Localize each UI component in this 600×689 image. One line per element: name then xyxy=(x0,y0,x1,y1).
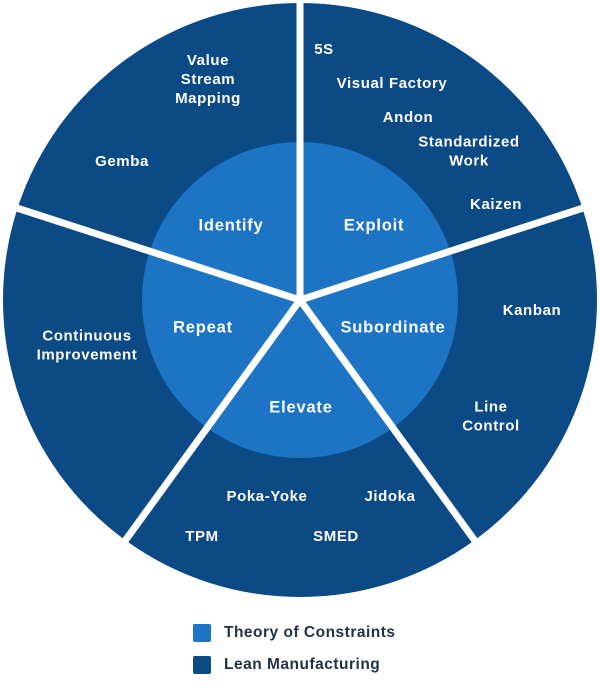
step-label-identify: Identify xyxy=(198,216,263,234)
divider-line-3 xyxy=(296,296,482,549)
lean-tool-label: Poka-Yoke xyxy=(227,488,308,505)
divider-line-2 xyxy=(296,202,592,304)
legend-swatch-lean-manufacturing xyxy=(193,656,211,674)
legend-item-theory-of-constraints: Theory of Constraints xyxy=(193,617,396,649)
legend-swatch-theory-of-constraints xyxy=(193,624,211,642)
legend-item-lean-manufacturing: Lean Manufacturing xyxy=(193,649,396,681)
divider-line-5 xyxy=(8,202,304,304)
lean-tool-label: SMED xyxy=(313,528,359,545)
lean-tool-label: Andon xyxy=(383,109,433,126)
lean-tool-label: Jidoka xyxy=(364,488,415,505)
segment-dividers xyxy=(8,0,592,549)
lean-tool-label: Kaizen xyxy=(470,196,522,213)
lean-tool-label: TPM xyxy=(185,528,218,545)
legend: Theory of Constraints Lean Manufacturing xyxy=(193,617,396,681)
lean-tool-label: Visual Factory xyxy=(337,75,448,92)
divider-line-4 xyxy=(118,296,304,549)
lean-tool-label: 5S xyxy=(314,41,334,58)
step-label-elevate: Elevate xyxy=(269,398,332,416)
step-label-exploit: Exploit xyxy=(344,216,405,234)
step-label-subordinate: Subordinate xyxy=(340,318,445,336)
legend-label-lean-manufacturing: Lean Manufacturing xyxy=(224,656,381,673)
lean-tool-label: Gemba xyxy=(95,153,149,170)
step-label-repeat: Repeat xyxy=(173,318,233,336)
lean-tool-label: Kanban xyxy=(503,302,562,319)
legend-label-theory-of-constraints: Theory of Constraints xyxy=(224,624,396,641)
